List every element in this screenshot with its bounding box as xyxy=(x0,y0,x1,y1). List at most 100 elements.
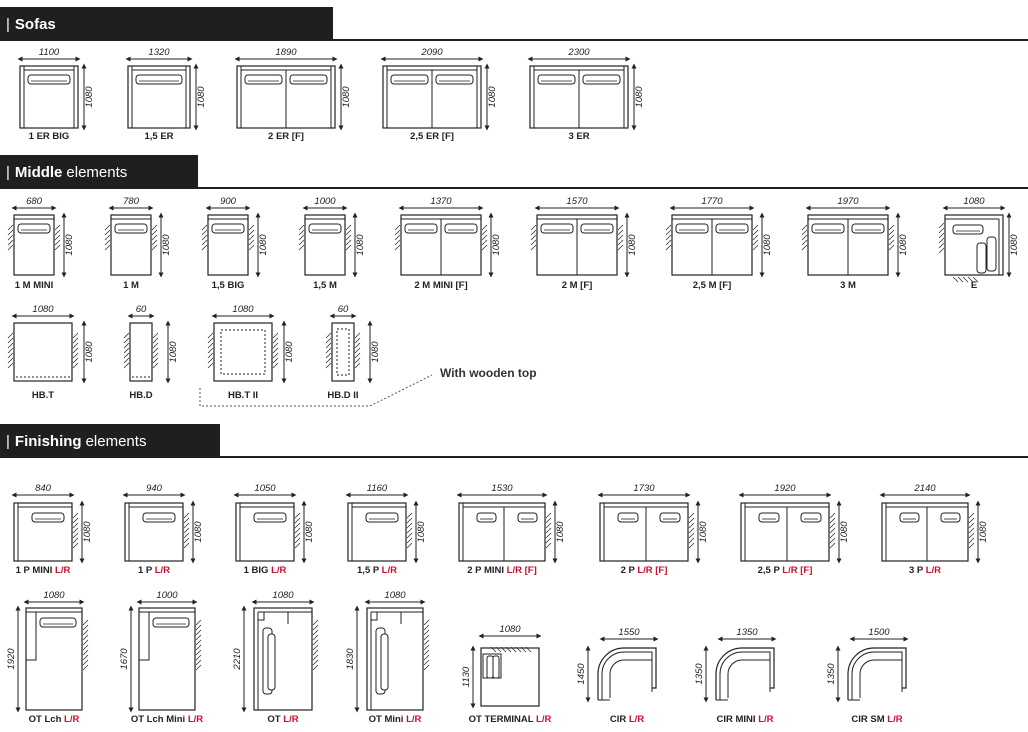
element-label: E xyxy=(971,280,977,291)
left-right-variant: L/R xyxy=(887,714,902,725)
wall-hatch xyxy=(423,639,430,646)
element-outline xyxy=(881,502,969,562)
side-cushion xyxy=(486,655,494,679)
wall-hatch xyxy=(394,239,401,246)
wall-hatch xyxy=(152,342,159,349)
wall-hatch xyxy=(272,342,279,349)
wall-hatch xyxy=(195,659,202,666)
wall-hatch xyxy=(325,342,332,349)
element-label: 1 P MINI L/R xyxy=(16,565,71,576)
element-outline xyxy=(331,322,355,382)
wall-hatch xyxy=(54,229,61,236)
side-cushion xyxy=(380,633,389,691)
left-right-variant: L/R [F] xyxy=(637,565,667,576)
element-name: HB.T xyxy=(32,390,54,401)
wall-hatch xyxy=(406,537,413,544)
chaise-armrest xyxy=(139,611,150,661)
wall-hatch xyxy=(123,357,130,364)
element-name: 1 BIG xyxy=(244,565,269,576)
wall-hatch xyxy=(345,229,352,236)
wall-hatch xyxy=(688,537,695,544)
width-value: 1000 xyxy=(156,590,178,601)
back-cushion xyxy=(142,512,176,523)
wall-hatch xyxy=(957,276,964,283)
wall-hatch xyxy=(967,276,974,283)
wall-hatch xyxy=(294,537,301,544)
wall-hatch xyxy=(530,244,537,251)
wall-hatch xyxy=(423,619,430,626)
element-label: 2,5 P L/R [F] xyxy=(758,565,813,576)
wall-hatch xyxy=(617,229,624,236)
wall-hatch xyxy=(183,512,190,519)
section-divider xyxy=(0,456,1028,458)
wall-hatch xyxy=(312,644,319,651)
back-cushion xyxy=(435,74,474,85)
element-label: 2 M MINI [F] xyxy=(414,280,467,291)
element-label: 1,5 M xyxy=(313,280,337,291)
wall-hatch xyxy=(325,362,332,369)
element-outline xyxy=(347,502,407,562)
wall-hatch xyxy=(406,517,413,524)
width-value: 1890 xyxy=(275,47,297,58)
wall-hatch xyxy=(7,239,14,246)
wall-hatch xyxy=(272,347,279,354)
back-cushion xyxy=(476,512,497,523)
depth-value: 1080 xyxy=(698,521,709,543)
wall-hatch xyxy=(325,352,332,359)
wall-hatch xyxy=(617,224,624,231)
wall-hatch xyxy=(325,337,332,344)
wall-hatch xyxy=(123,352,130,359)
element-name: 1 P MINI xyxy=(16,565,53,576)
wall-hatch xyxy=(312,639,319,646)
curved-outline xyxy=(715,647,775,700)
depth-value: 2210 xyxy=(232,648,243,671)
depth-value: 1080 xyxy=(491,234,502,256)
wall-hatch xyxy=(248,244,255,251)
width-value: 1730 xyxy=(633,483,655,494)
back-cushion xyxy=(211,223,245,234)
depth-value: 1080 xyxy=(898,234,909,256)
width-value: 1050 xyxy=(254,483,276,494)
wall-hatch xyxy=(207,357,214,364)
element-label: 2 P MINI L/R [F] xyxy=(467,565,537,576)
wall-hatch xyxy=(294,517,301,524)
wall-hatch xyxy=(7,229,14,236)
element-label: HB.T II xyxy=(228,390,258,401)
wall-hatch xyxy=(617,244,624,251)
wall-hatch xyxy=(481,234,488,241)
element-label: 2 P L/R [F] xyxy=(621,565,668,576)
wall-hatch xyxy=(72,342,79,349)
element-name: HB.D II xyxy=(327,390,358,401)
width-value: 1920 xyxy=(774,483,796,494)
left-right-variant: L/R xyxy=(536,714,551,725)
width-value: 60 xyxy=(136,304,147,315)
width-value: 1080 xyxy=(43,590,65,601)
section-title: Middle xyxy=(14,163,63,181)
wall-hatch xyxy=(294,527,301,534)
wall-hatch xyxy=(298,229,305,236)
wall-hatch xyxy=(248,224,255,231)
wall-hatch xyxy=(938,247,945,254)
wall-hatch xyxy=(345,244,352,251)
wall-hatch xyxy=(82,624,89,631)
back-cushion xyxy=(444,223,478,234)
wall-hatch xyxy=(423,649,430,656)
wall-hatch xyxy=(481,229,488,236)
element-label: CIR SM L/R xyxy=(851,714,902,725)
wall-hatch xyxy=(195,649,202,656)
wall-hatch xyxy=(829,522,836,529)
wall-hatch xyxy=(104,234,111,241)
curved-seat xyxy=(859,659,902,698)
wall-hatch xyxy=(520,646,527,653)
back-cushion xyxy=(253,512,287,523)
